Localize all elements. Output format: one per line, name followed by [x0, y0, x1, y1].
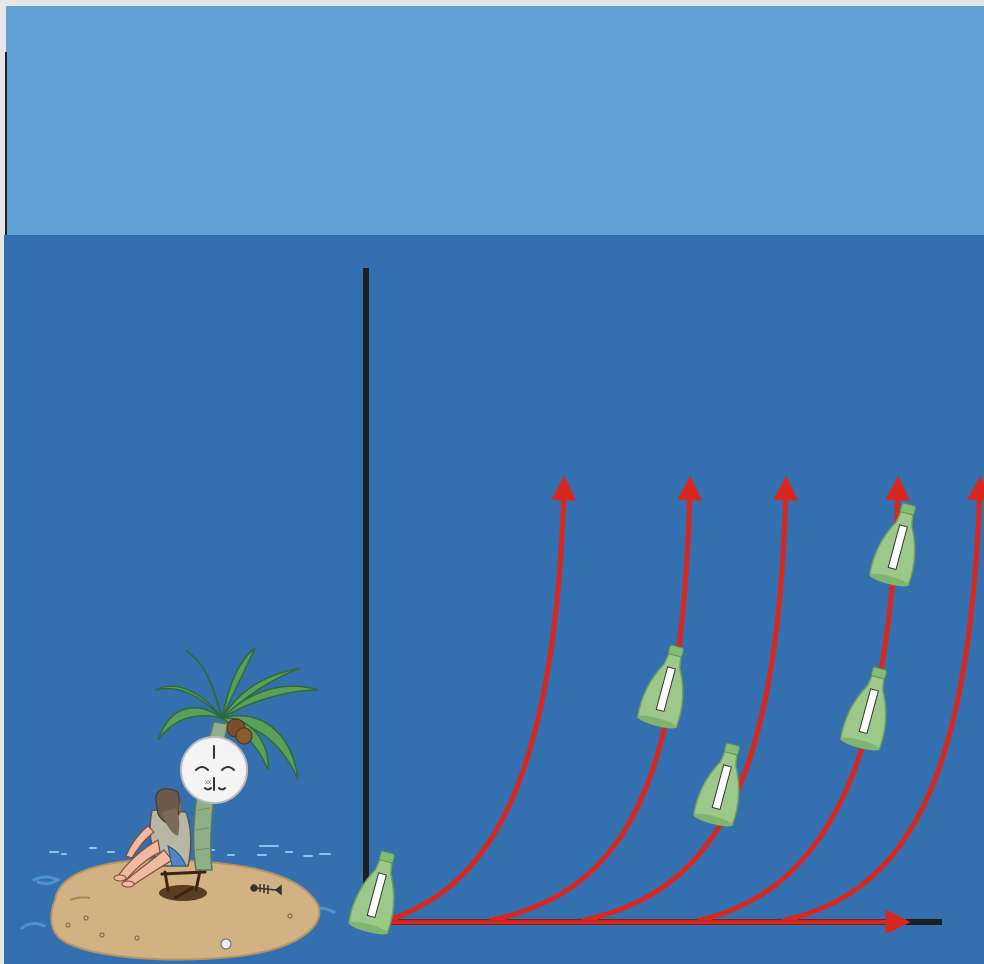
svg-text:xx: xx	[205, 780, 211, 786]
volleyball-face-icon: xx	[181, 737, 247, 803]
sky	[6, 6, 984, 236]
